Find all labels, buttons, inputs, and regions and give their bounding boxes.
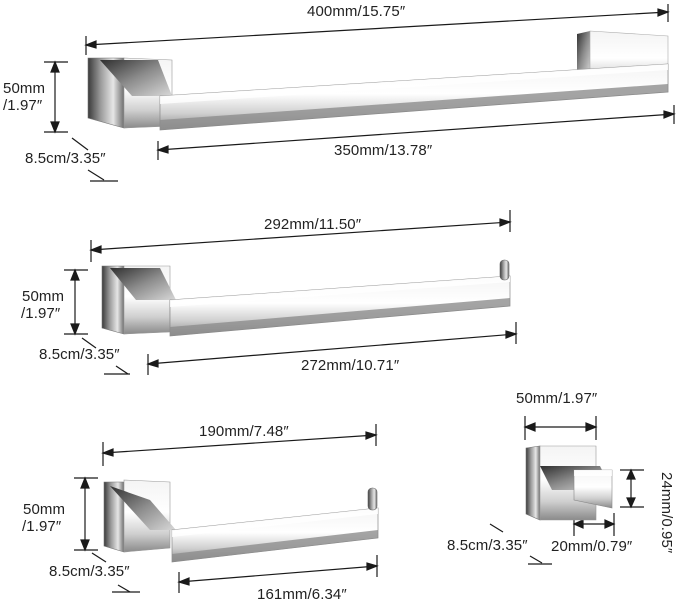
dim-line-paper-depth [91,552,140,593]
towel-bar-medium-illustration [101,259,511,337]
dim-line-medium-overall [89,210,512,262]
paper-height-label-line1: 50mm [23,501,66,518]
hook-width-label: 50mm/1.97″ [516,390,598,407]
large-overall-length-label: 400mm/15.75″ [307,3,406,20]
paper-height-label-line2: /1.97″ [22,518,62,535]
medium-bar-length-label: 272mm/10.71″ [301,357,400,374]
dim-line-large-height [44,60,68,134]
robe-hook-illustration [525,445,613,521]
dim-line-paper-overall [101,424,378,466]
towel-bar-large-illustration [87,30,669,131]
hook-height-label: 24mm/0.95″ [658,472,675,554]
medium-height-label-line2: /1.97″ [21,305,61,322]
medium-overall-length-label: 292mm/11.50″ [264,216,362,233]
dim-line-paper-bar [177,555,379,593]
dim-line-medium-bar [146,322,518,375]
dim-line-medium-depth [81,337,130,375]
large-depth-label: 8.5cm/3.35″ [25,150,106,167]
dim-line-large-overall [84,4,670,55]
large-bar-length-label: 350mm/13.78″ [334,142,433,159]
dim-line-hook-depth [489,523,552,565]
hook-length-label: 20mm/0.79″ [551,538,633,555]
dim-line-hook-height [620,468,644,509]
paper-holder-illustration [103,479,379,563]
dim-line-paper-height [74,476,98,552]
dim-line-hook-width [523,416,598,440]
dim-line-medium-height [64,268,88,336]
paper-bar-length-label: 161mm/6.34″ [257,586,347,603]
paper-overall-length-label: 190mm/7.48″ [199,423,289,440]
dim-line-large-depth [71,137,118,182]
dim-line-large-bar [156,105,676,160]
dim-line-hook-length [572,513,616,536]
hook-depth-label: 8.5cm/3.35″ [447,537,528,554]
medium-height-label-line1: 50mm [22,288,65,305]
large-height-label-line1: 50mm [3,80,46,97]
large-height-label-line2: /1.97″ [3,97,43,114]
paper-depth-label: 8.5cm/3.35″ [49,563,130,580]
medium-depth-label: 8.5cm/3.35″ [39,346,120,363]
